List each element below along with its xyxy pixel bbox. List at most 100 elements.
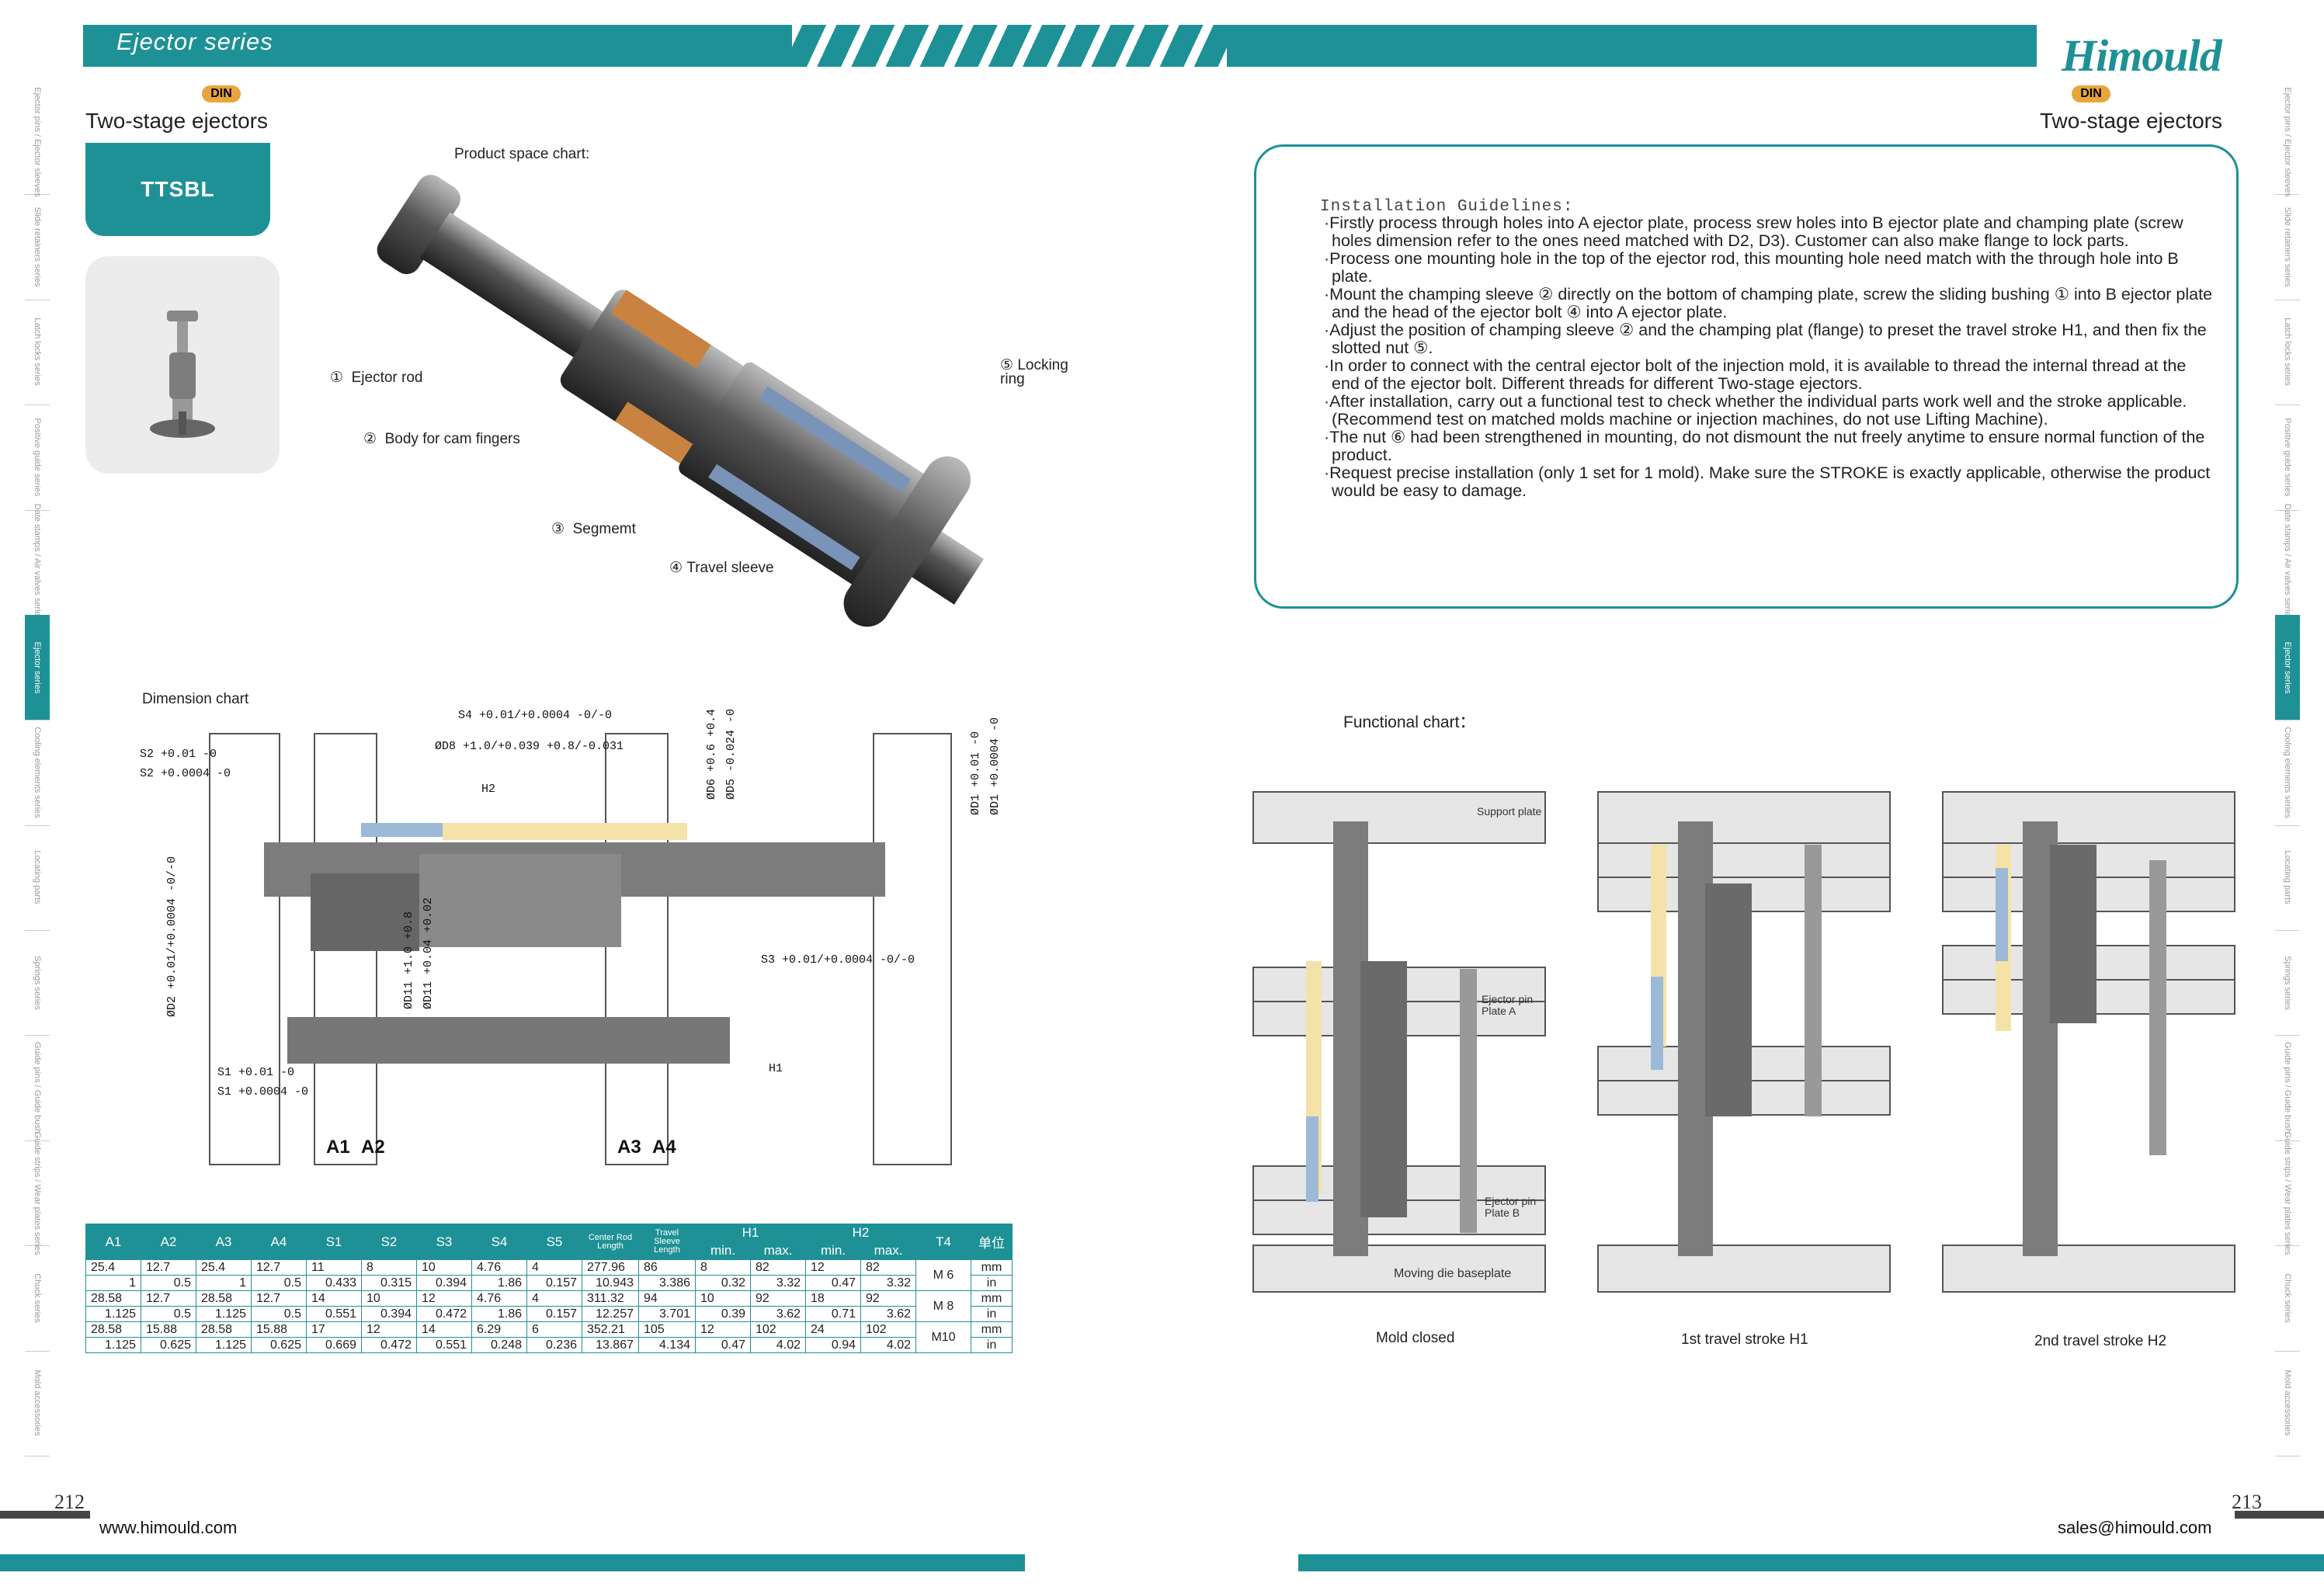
table-cell: 18 bbox=[805, 1290, 861, 1307]
table-cell: 0.5 bbox=[251, 1306, 307, 1322]
table-cell: 3.386 bbox=[638, 1275, 696, 1291]
table-cell: mm bbox=[971, 1259, 1013, 1276]
caption-mold-closed: Mold closed bbox=[1376, 1330, 1455, 1346]
functional-chart-stroke-h2 bbox=[1941, 790, 2236, 1299]
table-cell: 3.701 bbox=[638, 1306, 696, 1322]
left-tab-3[interactable]: Positive guide series bbox=[25, 404, 50, 511]
dim-d6: ØD6 +0.6 +0.4 bbox=[705, 709, 718, 800]
table-cell: 1.86 bbox=[471, 1275, 527, 1291]
table-subheader-cell: min. bbox=[805, 1241, 861, 1260]
left-tab-8[interactable]: Springs series bbox=[25, 930, 50, 1036]
left-tab-6[interactable]: Cooling elements series bbox=[25, 720, 50, 826]
part-label-2: ② Body for cam fingers bbox=[363, 431, 520, 447]
left-tab-0[interactable]: Ejector pins / Ejector sleeves bbox=[25, 87, 50, 196]
table-cell: 3.62 bbox=[750, 1306, 806, 1322]
model-card: TTSBL bbox=[85, 143, 270, 236]
dim-s3: S3 +0.01/+0.0004 -0/-0 bbox=[761, 953, 915, 967]
right-tab-9[interactable]: Guide pins / Guide bush bbox=[2275, 1035, 2300, 1141]
table-cell: 4 bbox=[526, 1259, 582, 1276]
dim-s2b: S2 +0.0004 -0 bbox=[140, 767, 231, 780]
right-tab-4[interactable]: Date stamps / Air valves series bbox=[2275, 504, 2300, 620]
installation-guidelines-panel bbox=[1254, 144, 2239, 609]
right-tab-1[interactable]: Slide retainers series bbox=[2275, 194, 2300, 300]
table-cell: 82 bbox=[750, 1259, 806, 1276]
table-header-cell: S3 bbox=[416, 1224, 472, 1260]
right-tab-0[interactable]: Ejector pins / Ejector sleeves bbox=[2275, 87, 2300, 196]
table-cell: 0.39 bbox=[695, 1306, 751, 1322]
email-link[interactable]: sales@himould.com bbox=[2058, 1518, 2212, 1537]
left-tab-2[interactable]: Latch locks series bbox=[25, 300, 50, 406]
left-tab-7[interactable]: Locating parts bbox=[25, 825, 50, 932]
table-header-cell: H1 bbox=[695, 1224, 806, 1242]
table-cell: 0.47 bbox=[805, 1275, 861, 1291]
dim-d1a: ØD1 +0.01 -0 bbox=[969, 731, 982, 815]
functional-chart-mold-closed bbox=[1252, 790, 1547, 1299]
table-cell: 0.5 bbox=[141, 1275, 196, 1291]
guideline-item: ·Adjust the position of champing sleeve … bbox=[1324, 321, 2207, 357]
table-cell: 12 bbox=[805, 1259, 861, 1276]
dim-a3: A3 bbox=[617, 1137, 641, 1158]
footer-grey-right bbox=[2235, 1511, 2324, 1519]
table-cell: 4.02 bbox=[860, 1337, 916, 1353]
table-cell: 82 bbox=[860, 1259, 916, 1276]
table-cell: 10 bbox=[695, 1290, 751, 1307]
dim-s1a: S1 +0.01 -0 bbox=[217, 1066, 294, 1079]
website-link[interactable]: www.himould.com bbox=[99, 1518, 238, 1537]
table-cell: 1.125 bbox=[85, 1337, 141, 1353]
right-tab-12[interactable]: Mold accessories bbox=[2275, 1351, 2300, 1456]
left-tab-5[interactable]: Ejector series bbox=[25, 614, 50, 721]
right-tab-11[interactable]: Chuck series bbox=[2275, 1245, 2300, 1352]
left-tab-11[interactable]: Chuck series bbox=[25, 1245, 50, 1352]
table-cell: 0.32 bbox=[695, 1275, 751, 1291]
table-cell: 6 bbox=[526, 1321, 582, 1338]
dim-d11b: ØD11 +0.04 +0.02 bbox=[422, 897, 435, 1009]
left-tab-12[interactable]: Mold accessories bbox=[25, 1351, 50, 1456]
left-tab-4[interactable]: Date stamps / Air valves series bbox=[25, 504, 50, 620]
table-cell: 25.4 bbox=[85, 1259, 141, 1276]
table-cell: 4.76 bbox=[471, 1259, 527, 1276]
table-cell: 12 bbox=[695, 1321, 751, 1338]
guideline-item: ·Mount the champing sleeve ② directly on… bbox=[1324, 285, 2213, 321]
dim-a4: A4 bbox=[652, 1137, 676, 1158]
right-tab-6[interactable]: Cooling elements series bbox=[2275, 720, 2300, 826]
product-space-drawing bbox=[307, 175, 1052, 644]
table-header-cell: H2 bbox=[805, 1224, 916, 1242]
table-cell: in bbox=[971, 1337, 1013, 1353]
table-cell: 10 bbox=[416, 1259, 472, 1276]
right-tab-3[interactable]: Positive guide series bbox=[2275, 404, 2300, 511]
left-tab-9[interactable]: Guide pins / Guide bush bbox=[25, 1035, 50, 1141]
right-tab-5[interactable]: Ejector series bbox=[2275, 614, 2300, 721]
dim-h2: H2 bbox=[481, 783, 495, 796]
right-tab-8[interactable]: Springs series bbox=[2275, 930, 2300, 1036]
table-cell: 12.257 bbox=[582, 1306, 639, 1322]
table-cell: 17 bbox=[306, 1321, 362, 1338]
table-subheader-cell: max. bbox=[750, 1241, 806, 1260]
table-cell: 10.943 bbox=[582, 1275, 639, 1291]
table-header-cell: A1 bbox=[85, 1224, 141, 1260]
table-cell: in bbox=[971, 1306, 1013, 1322]
left-tab-1[interactable]: Slide retainers series bbox=[25, 194, 50, 300]
table-cell: 11 bbox=[306, 1259, 362, 1276]
table-subheader-cell: min. bbox=[695, 1241, 751, 1260]
dim-a2: A2 bbox=[361, 1137, 385, 1158]
right-tab-2[interactable]: Latch locks series bbox=[2275, 300, 2300, 406]
table-header-cell: T4 bbox=[915, 1224, 971, 1260]
table-cell: 4.134 bbox=[638, 1337, 696, 1353]
table-cell: 15.88 bbox=[251, 1321, 307, 1338]
dimension-drawing: S4 +0.01/+0.0004 -0/-0 ØD8 +1.0/+0.039 +… bbox=[140, 681, 1040, 1176]
table-cell: 25.4 bbox=[196, 1259, 252, 1276]
right-tab-7[interactable]: Locating parts bbox=[2275, 825, 2300, 932]
table-cell: 0.551 bbox=[306, 1306, 362, 1322]
table-cell: 92 bbox=[750, 1290, 806, 1307]
left-tab-10[interactable]: Guide strips / Wear plates series bbox=[25, 1131, 50, 1255]
label-plate-a: Ejector pin Plate A bbox=[1482, 993, 1534, 1017]
right-tab-10[interactable]: Guide strips / Wear plates series bbox=[2275, 1131, 2300, 1255]
label-support-plate: Support plate bbox=[1477, 805, 1542, 818]
dim-d2: ØD2 +0.01/+0.0004 -0/-0 bbox=[165, 856, 179, 1017]
right-page-title: Two-stage ejectors bbox=[2040, 109, 2222, 133]
